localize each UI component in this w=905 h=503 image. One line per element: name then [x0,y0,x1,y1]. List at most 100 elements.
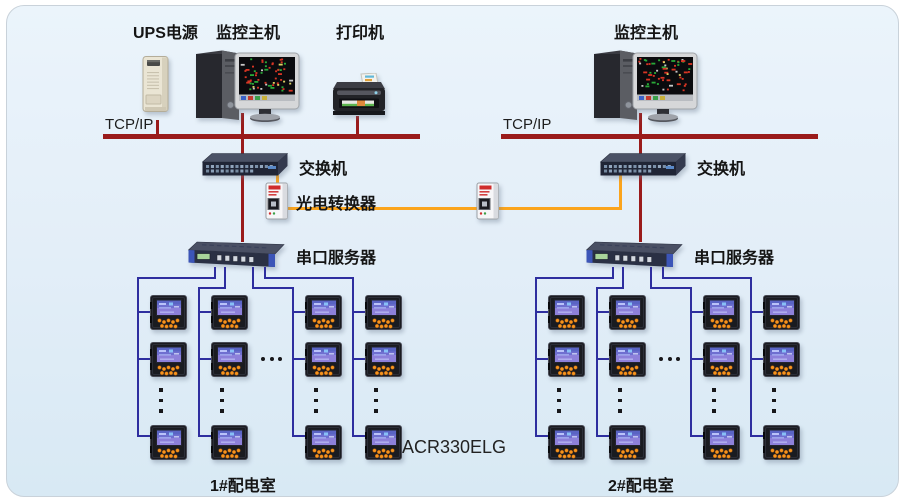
meter-column-line [352,277,354,437]
power-meter [609,425,646,460]
power-meter [365,295,402,330]
host-label: 监控主机 [216,25,281,42]
ups-label: UPS电源 [133,25,198,42]
fiber-drop-right [619,175,622,210]
meter-tap [200,435,211,437]
serial-branch [252,287,294,289]
ethernet-switch-device [599,153,687,176]
meter-tap [200,358,211,360]
ellipsis-horizontal [659,357,680,361]
meter-tap [598,311,609,313]
ellipsis-vertical [374,388,378,413]
meter-column-line [292,287,294,437]
serial-stub [252,267,254,287]
power-meter [703,295,740,330]
meter-network [398,0,868,503]
power-meter [150,425,187,460]
serial-branch [650,287,692,289]
serial-stub [650,267,652,287]
ups-bus-tick [156,120,159,135]
switch-serial-link [241,175,244,242]
power-meter [763,425,800,460]
ellipsis-vertical [618,388,622,413]
ellipsis-vertical [220,388,224,413]
fiber-link-right [499,207,622,210]
meter-column-line [596,287,598,437]
meter-tap [752,311,763,313]
meter-tap [692,435,703,437]
meter-tap [537,358,548,360]
serial-stub [224,267,226,287]
meter-column-line [137,277,139,437]
meter-tap [598,435,609,437]
power-meter [211,295,248,330]
meter-tap [294,435,305,437]
tcpip-label: TCP/IP [503,116,552,133]
switch-serial-link [639,175,642,242]
power-meter [548,342,585,377]
serial-stub [622,267,624,287]
power-meter [703,342,740,377]
meter-column-line [198,287,200,437]
monitor-host-device [193,45,301,123]
power-meter [150,295,187,330]
meter-tap [752,435,763,437]
tcpip-label: TCP/IP [105,116,154,133]
serial-server-device [585,241,683,268]
meter-tap [537,435,548,437]
ethernet-switch-device [201,153,289,176]
ellipsis-vertical [772,388,776,413]
power-meter [305,342,342,377]
power-meter [703,425,740,460]
room-label: 1#配电室 [210,478,276,495]
ups-device [142,55,172,113]
serial-branch [198,287,226,289]
power-meter [548,295,585,330]
fiber-converter-right [476,182,500,220]
meter-tap [294,358,305,360]
meter-tap [692,358,703,360]
meter-tap [354,435,365,437]
tcpip-bus [103,134,420,139]
serial-server-label: 串口服务器 [694,250,775,267]
meter-tap [139,311,150,313]
ellipsis-vertical [712,388,716,413]
printer-bus-tick [356,116,359,135]
fiber-converter-left [265,182,289,220]
power-meter [763,342,800,377]
fiber-drop-left [276,175,279,184]
serial-branch [662,277,752,279]
ellipsis-vertical [314,388,318,413]
meter-tap [354,311,365,313]
power-meter [211,425,248,460]
meter-tap [692,311,703,313]
meter-tap [752,358,763,360]
serial-branch [137,277,216,279]
room1-section: UPS电源 监控主机 打印机 TCP/IP [103,25,506,495]
meter-column-line [690,287,692,437]
meter-tap [200,311,211,313]
ellipsis-vertical [159,388,163,413]
meter-column-line [750,277,752,437]
switch-label: 交换机 [697,161,746,178]
meter-column-line [535,277,537,437]
power-meter [609,295,646,330]
power-meter [763,295,800,330]
meter-network [137,267,402,460]
converter-label: 光电转换器 [296,196,377,213]
meter-tap [354,358,365,360]
power-meter [305,295,342,330]
serial-stub [612,267,614,277]
ellipsis-vertical [557,388,561,413]
tcpip-bus [501,134,818,139]
printer-label: 打印机 [336,25,385,42]
serial-branch [264,277,354,279]
serial-server-device [187,241,285,268]
power-meter [211,342,248,377]
monitor-host-device [591,45,699,123]
meter-tap [537,311,548,313]
serial-branch [535,277,614,279]
serial-stub [662,267,664,277]
serial-branch [596,287,624,289]
